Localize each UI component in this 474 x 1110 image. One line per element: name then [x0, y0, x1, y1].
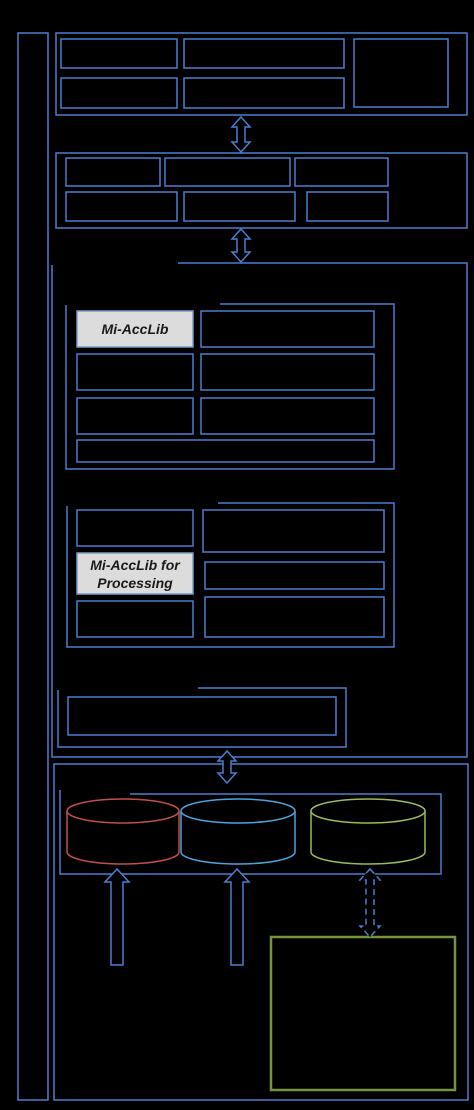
database-blue	[180, 798, 296, 865]
second-box-3	[294, 157, 389, 187]
database-blue-body	[180, 811, 296, 865]
acclib-row1-right	[200, 310, 375, 348]
acclib-processing-label-bg	[76, 552, 194, 595]
database-red-body	[66, 811, 180, 865]
acclib-processing-label-box: Mi-AccLib for Processing	[76, 552, 194, 595]
up-arrow-into-blue-database	[223, 867, 251, 966]
acclib-label: Mi-AccLib	[102, 321, 169, 337]
processing-row2-right	[204, 561, 385, 590]
top-box-2	[183, 38, 345, 69]
external-source-box	[269, 935, 457, 1092]
acclib-row2-right	[200, 353, 375, 391]
processing-row3-right	[204, 596, 385, 638]
database-tray	[59, 790, 442, 875]
small-group-frame	[57, 687, 347, 748]
database-blue-top	[180, 798, 296, 824]
small-group-inner-box	[67, 696, 337, 736]
acclib-processing-label-line2: Processing	[97, 575, 173, 591]
acclib-row3-right	[200, 397, 375, 435]
double-arrow-green-database-to-source	[358, 867, 382, 939]
processing-row3-left	[76, 600, 194, 638]
processing-group-frame	[66, 502, 395, 648]
middle-layer	[51, 262, 468, 758]
acclib-row4-wide	[76, 439, 375, 463]
middle-layer-frame	[51, 262, 468, 758]
second-box-2	[164, 157, 291, 187]
top-box-4	[183, 77, 345, 109]
second-layer-frame	[55, 152, 468, 229]
top-box-large	[353, 38, 449, 108]
processing-row1-right	[202, 509, 385, 553]
acclib-row3-left	[76, 397, 194, 435]
acclib-group-frame	[65, 303, 395, 470]
database-green-body	[310, 811, 426, 865]
database-red-top	[66, 798, 180, 824]
acclib-processing-label-line1: Mi-AccLib for	[90, 557, 181, 573]
acclib-label-box: Mi-AccLib	[76, 310, 194, 348]
second-box-4	[65, 191, 178, 222]
acclib-label-bg	[76, 310, 194, 348]
second-layer	[55, 152, 468, 229]
double-arrow-middle-to-bottom	[216, 749, 238, 785]
top-layer	[55, 32, 468, 116]
top-box-1	[60, 38, 178, 69]
left-vertical-bar	[17, 32, 49, 1101]
bottom-layer	[53, 763, 469, 1101]
top-layer-frame	[55, 32, 468, 116]
acclib-row2-left	[76, 353, 194, 391]
second-box-5	[183, 191, 296, 222]
database-green-top	[310, 798, 426, 824]
bottom-layer-frame	[53, 763, 469, 1101]
top-box-3	[60, 77, 178, 109]
up-arrow-into-red-database	[103, 867, 131, 966]
database-red	[66, 798, 180, 865]
double-arrow-top-to-second	[230, 115, 252, 154]
second-box-1	[65, 157, 161, 187]
double-arrow-second-to-middle	[230, 227, 252, 264]
second-box-6	[306, 191, 389, 222]
processing-row1-left	[76, 509, 194, 547]
database-green	[310, 798, 426, 865]
